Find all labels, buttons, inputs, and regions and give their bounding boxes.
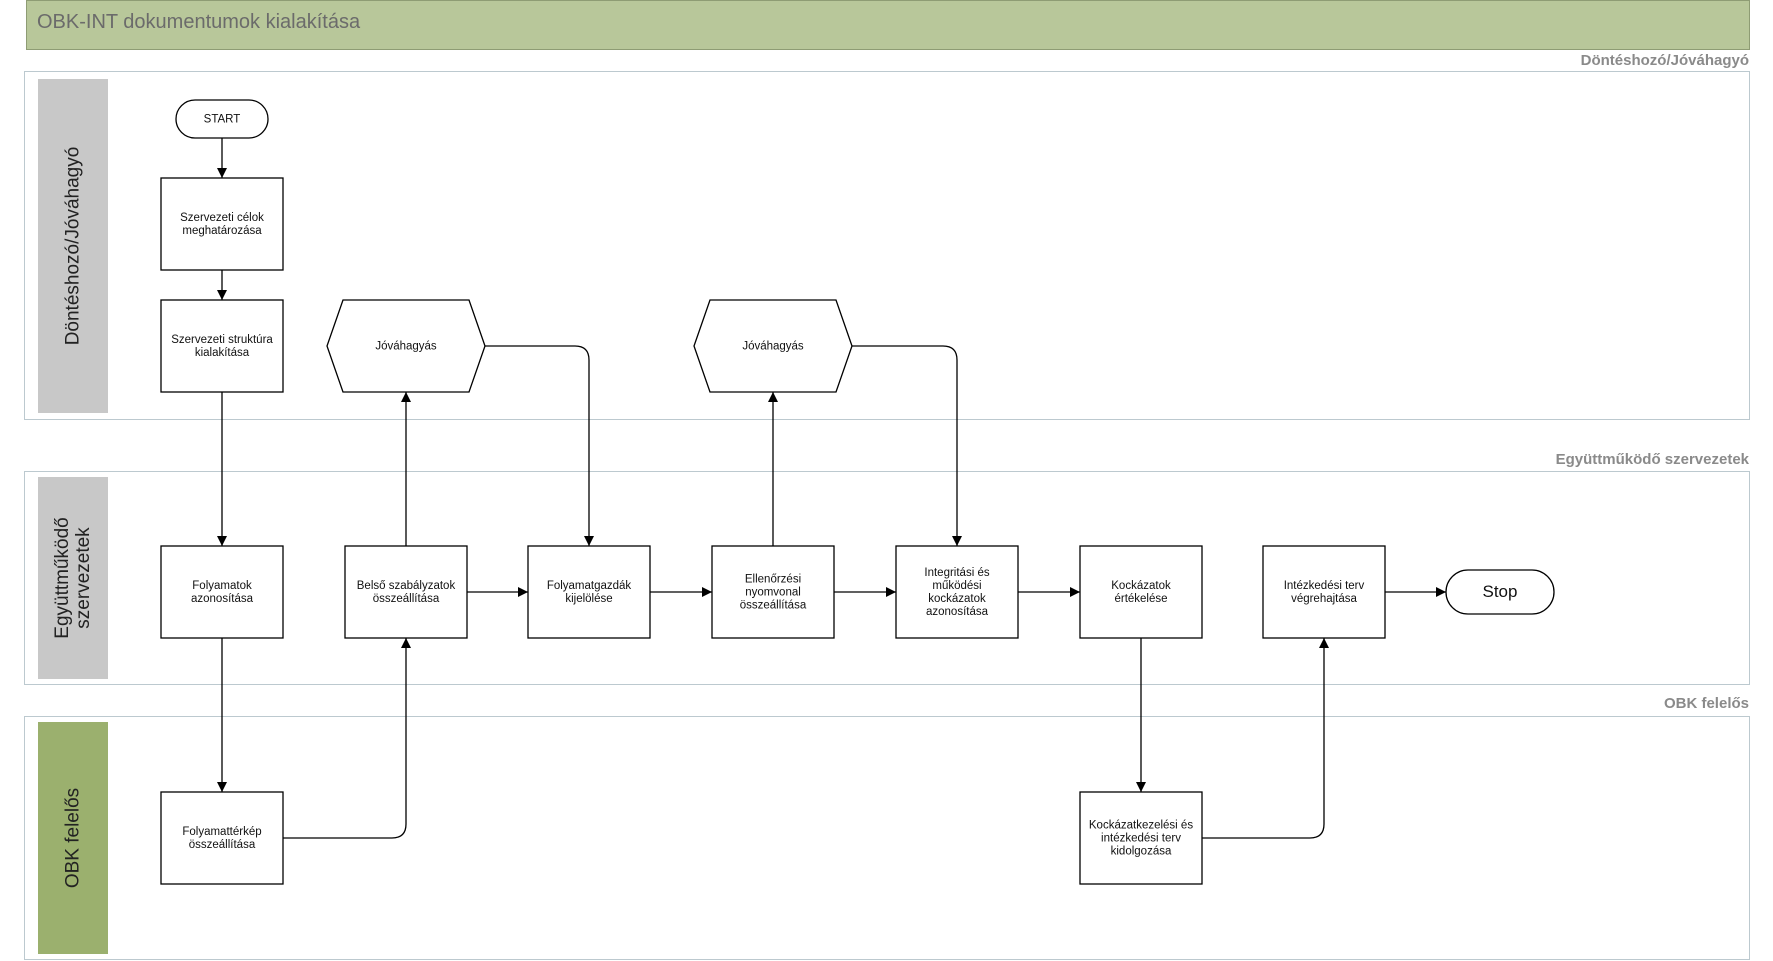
node-struktura-label: Szervezeti struktúra [171,334,273,346]
node-kezelesi-label: Kockázatkezelési és [1089,820,1193,832]
node-vegrehajtas-shape [1262,545,1386,639]
node-kezelesi-label: kidolgozása [1111,846,1172,858]
node-start-shape [175,99,269,139]
node-ellenorzesi-shape [711,545,835,639]
node-ellenorzesi-label: összeállítása [740,600,807,612]
lane-dontes [24,71,1750,420]
lane-egyutt [24,471,1750,685]
node-kezelesi-label: intézkedési terv [1101,833,1181,845]
node-stop-label: Stop [1483,582,1518,601]
lane-title-dontes: Döntéshozó/Jóváhagyó [1580,52,1749,69]
node-folyamatok-shape [160,545,284,639]
edge-terkep-to-belso [283,638,411,839]
node-ellenorzesi-label: Ellenőrzési [745,574,801,586]
lane-tab-obk: OBK felelős [38,722,108,954]
node-terkep-shape [160,791,284,885]
node-jovahagyas2-label: Jóváhagyás [742,341,804,353]
node-gazdak-shape [527,545,651,639]
node-integritasi-label: kockázatok [928,593,986,605]
node-jovahagyas1-label: Jóváhagyás [375,341,437,353]
lane-title-egyutt: Együttműködő szervezetek [1555,451,1749,468]
node-integritasi-label: Integritási és [924,567,989,579]
edge-jovahagyas2-to-integritasi [852,345,962,546]
node-integritasi-shape [895,545,1019,639]
node-folyamatok-label: Folyamatok [192,580,252,592]
node-vegrehajtas-label: Intézkedési terv [1284,580,1365,592]
node-belso-shape [344,545,468,639]
node-terkep-label: Folyamattérkép [182,826,261,838]
node-ertekelese-label: értékelése [1114,593,1167,605]
node-ertekelese-shape [1079,545,1203,639]
node-ertekelese-label: Kockázatok [1111,580,1171,592]
node-celok-label: Szervezeti célok [180,212,264,224]
node-start: START [175,99,269,139]
node-belso-label: Belső szabályzatok [357,580,456,592]
node-jovahagyas1-shape [326,299,486,393]
node-gazdak-label: kijelölése [565,593,612,605]
node-gazdak-label: Folyamatgazdák [547,580,632,592]
lane-tab-dontes: Döntéshozó/Jóváhagyó [38,79,108,413]
node-kezelesi-shape [1079,791,1203,885]
node-vegrehajtas-label: végrehajtása [1291,593,1357,605]
diagram-title: OBK-INT dokumentumok kialakítása [37,11,361,33]
node-stop: Stop [1445,569,1555,615]
node-celok-label: meghatározása [182,225,262,237]
node-struktura-shape [160,299,284,393]
edge-jovahagyas1-to-gazdak [485,345,594,546]
edge-kezelesi-to-vegrehajtas [1202,638,1329,839]
node-integritasi-label: működési [932,580,981,592]
node-ellenorzesi-label: nyomvonal [745,587,801,599]
node-jovahagyas1: Jóváhagyás [326,299,486,393]
diagram-header: OBK-INT dokumentumok kialakítása [26,0,1750,50]
node-jovahagyas2-shape [693,299,853,393]
node-terkep-label: összeállítása [189,839,256,851]
node-celok-shape [160,177,284,271]
node-struktura-label: kialakítása [195,347,250,359]
node-jovahagyas2: Jóváhagyás [693,299,853,393]
node-belso-label: összeállítása [373,593,440,605]
lane-obk [24,716,1750,960]
node-start-label: START [204,114,241,126]
lane-title-obk: OBK felelős [1663,695,1749,712]
node-integritasi: Integritási ésműködésikockázatokazonosít… [895,545,1019,639]
node-stop-shape [1445,569,1555,615]
node-folyamatok-label: azonosítása [191,593,254,605]
node-integritasi-label: azonosítása [926,606,989,618]
